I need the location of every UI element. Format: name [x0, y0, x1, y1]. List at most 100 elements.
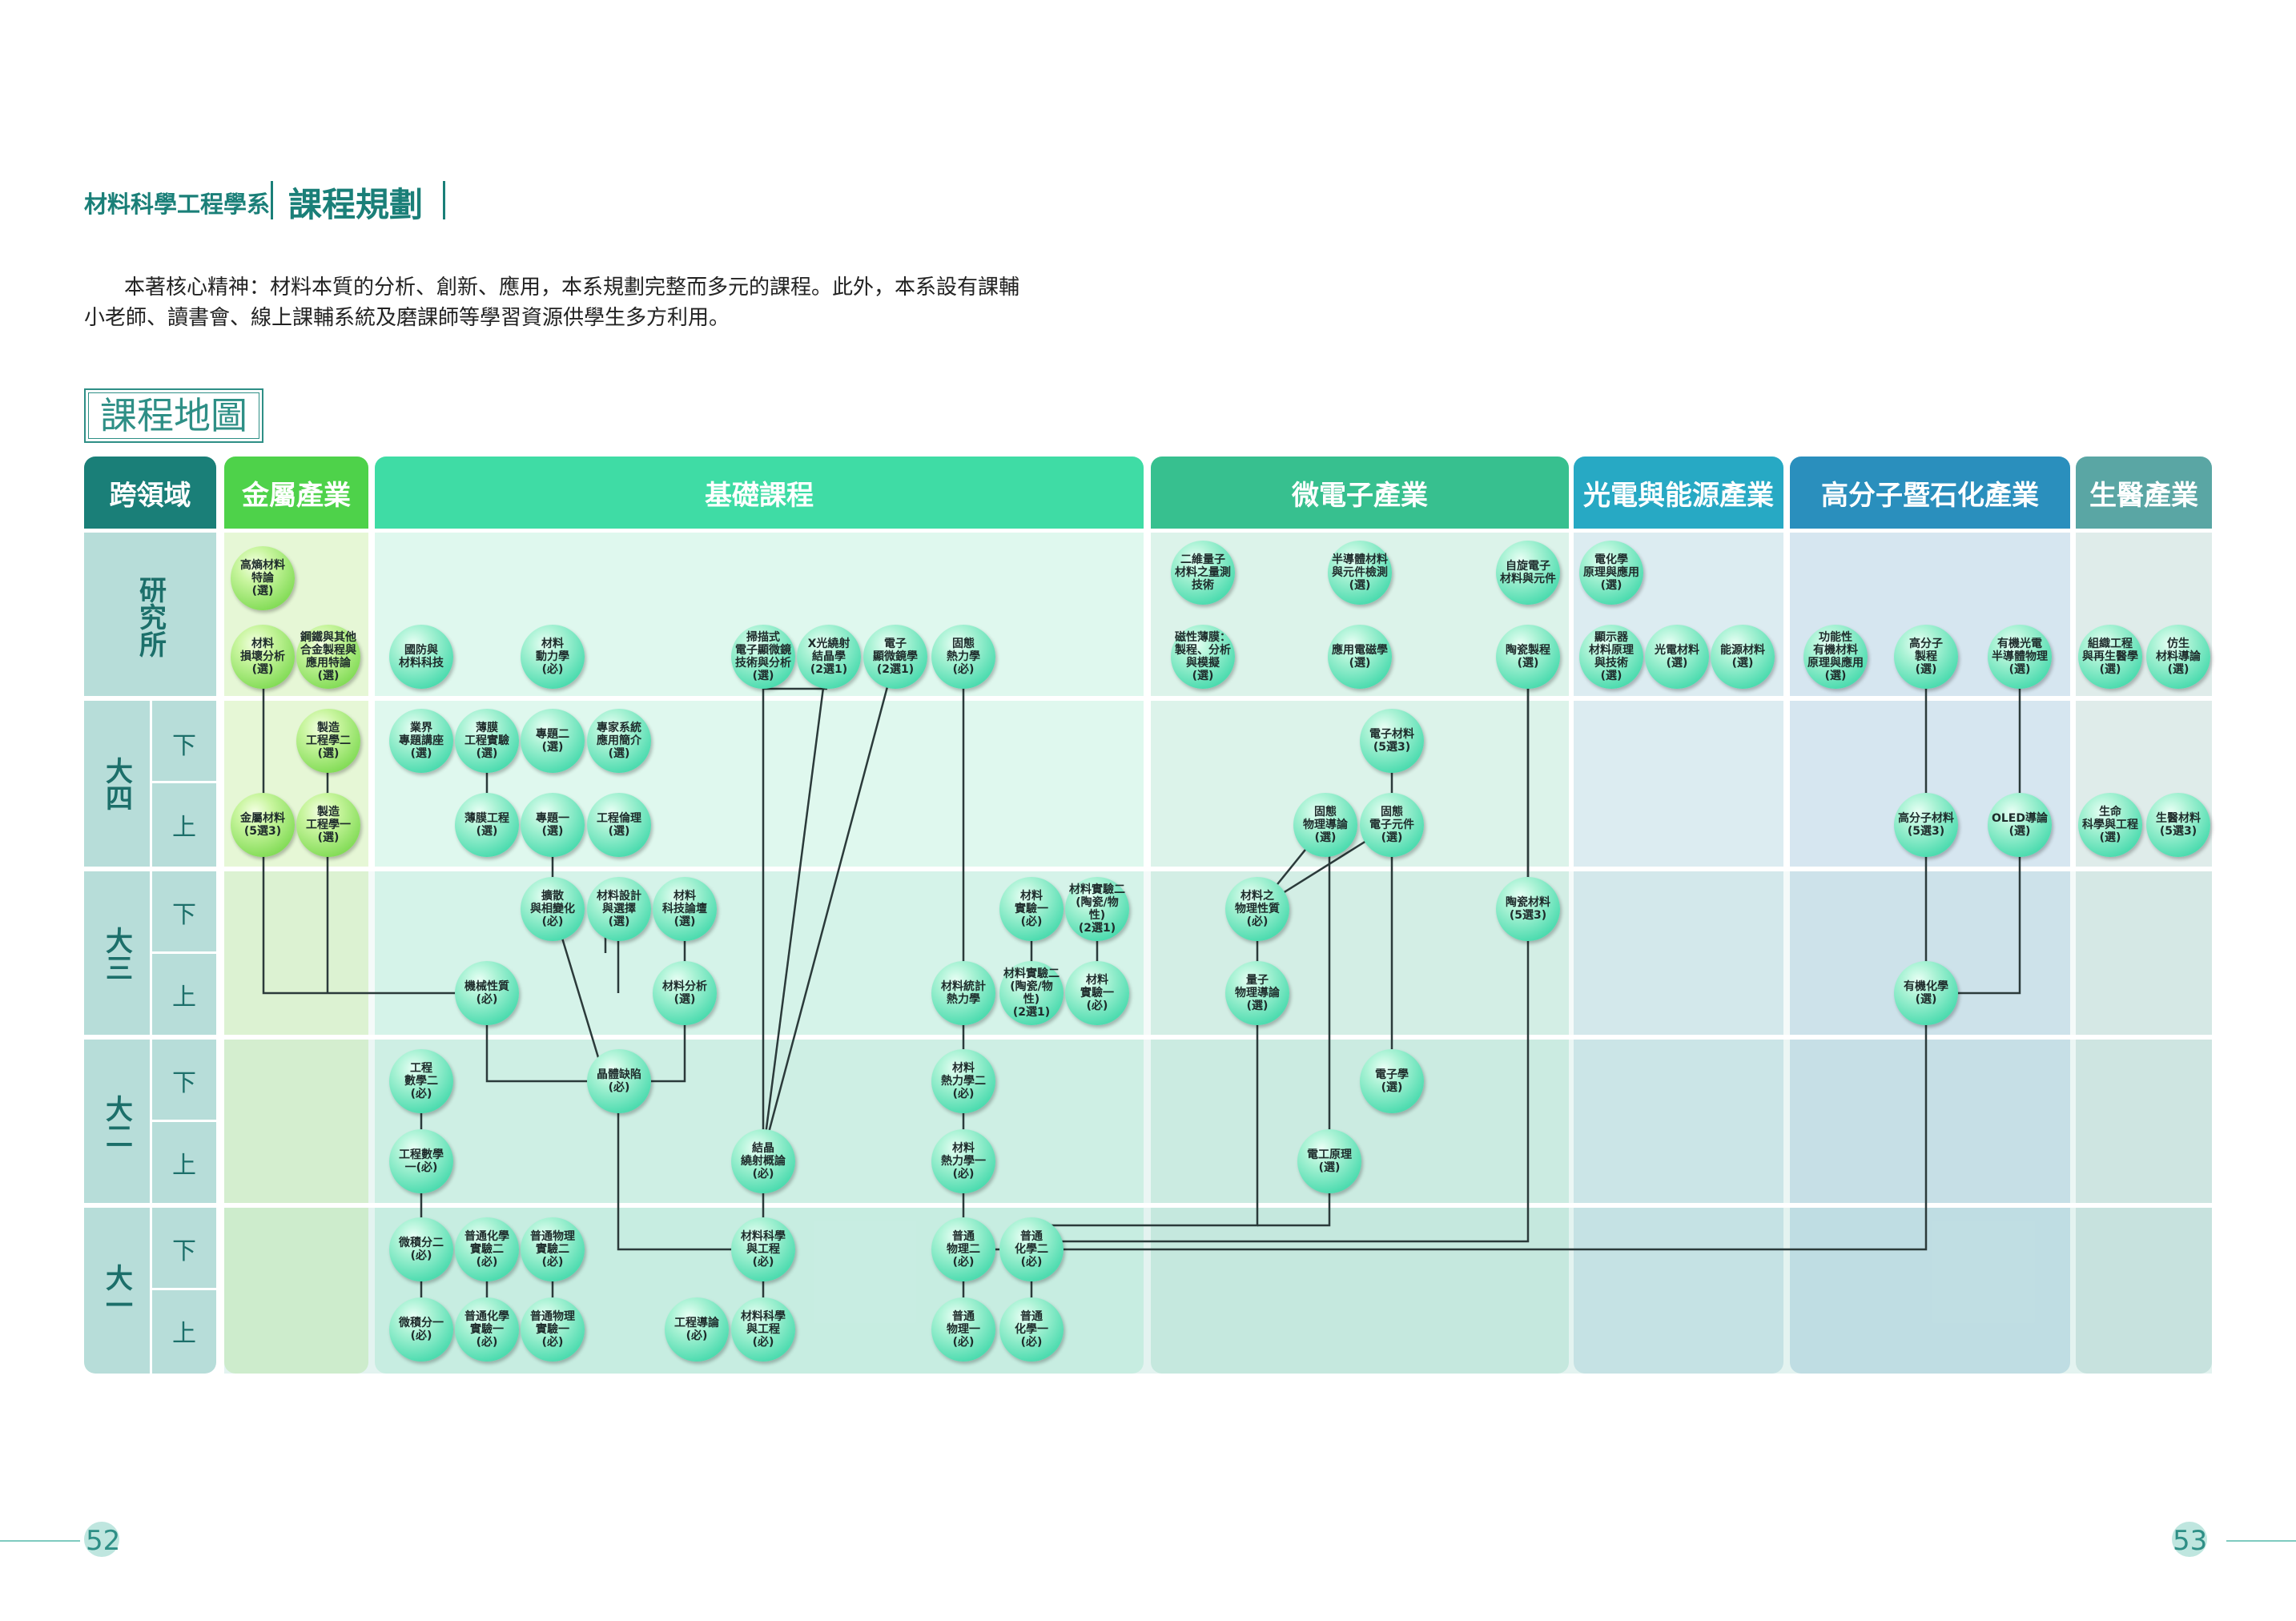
column-label: 生醫產業: [2089, 479, 2198, 512]
course-node[interactable]: 生醫材料 (5選3): [2146, 793, 2210, 857]
course-node[interactable]: 掃描式 電子顯微鏡 技術與分析 (選): [731, 625, 795, 689]
course-node[interactable]: 晶體缺陷 (必): [587, 1049, 651, 1113]
course-node[interactable]: 材料設計 與選擇 (選): [587, 877, 651, 941]
course-node[interactable]: 材料 損壞分析 (選): [231, 625, 295, 689]
course-node[interactable]: 電工原理 (選): [1297, 1129, 1361, 1193]
course-node[interactable]: 電子 顯微鏡學 (2選1): [863, 625, 927, 689]
course-node[interactable]: 材料實驗二 (陶瓷/物性) (2選1): [1065, 877, 1129, 941]
course-node[interactable]: 機械性質 (必): [455, 961, 519, 1025]
course-node[interactable]: 材料 熱力學二 (必): [931, 1049, 995, 1113]
course-node[interactable]: 材料科學 與工程 (必): [731, 1297, 795, 1362]
course-node[interactable]: 材料分析 (選): [653, 961, 717, 1025]
semester-upper-y1: 上: [172, 1320, 196, 1348]
course-node[interactable]: 有機化學 (選): [1894, 961, 1958, 1025]
course-label: 金屬材料 (5選3): [240, 812, 285, 838]
course-label: 掃描式 電子顯微鏡 技術與分析 (選): [735, 631, 791, 682]
course-node[interactable]: 材料 動力學 (必): [521, 625, 585, 689]
course-node[interactable]: 製造 工程學二 (選): [296, 709, 360, 773]
course-node[interactable]: 組織工程 與再生醫學 (選): [2078, 625, 2142, 689]
course-node[interactable]: 工程數學 一(必): [389, 1129, 453, 1193]
course-label: 有機化學 (選): [1904, 980, 1948, 1006]
course-label: 材料 損壞分析 (選): [240, 638, 285, 676]
page-number-badge-right: [2172, 1522, 2207, 1557]
course-node[interactable]: 電化學 原理與應用 (選): [1579, 541, 1643, 605]
row-label-text: 研究所: [134, 576, 167, 658]
semester-lower-y1: 下: [172, 1237, 196, 1265]
course-node[interactable]: 高熵材料 特論 (選): [231, 546, 295, 610]
course-node[interactable]: 業界 專題講座 (選): [389, 709, 453, 773]
course-node[interactable]: 固態 物理導論 (選): [1293, 793, 1357, 857]
course-node[interactable]: 工程 數學二 (必): [389, 1049, 453, 1113]
course-node[interactable]: 自旋電子 材料與元件: [1496, 541, 1560, 605]
course-node[interactable]: 普通物理 實驗一 (必): [521, 1297, 585, 1362]
page-number-badge-left: [84, 1522, 119, 1557]
course-node[interactable]: 固態 熱力學 (必): [931, 625, 995, 689]
row-separator: [84, 867, 2212, 871]
course-node[interactable]: 普通化學 實驗二 (必): [455, 1217, 519, 1281]
course-node[interactable]: 能源材料 (選): [1711, 625, 1775, 689]
course-node[interactable]: 材料 科技論壇 (選): [653, 877, 717, 941]
course-node[interactable]: 薄膜 工程實驗 (選): [455, 709, 519, 773]
course-node[interactable]: 國防與 材料科技: [389, 625, 453, 689]
course-node[interactable]: 薄膜工程 (選): [455, 793, 519, 857]
course-label: 普通化學 實驗二 (必): [464, 1230, 509, 1269]
course-node[interactable]: 製造 工程學一 (選): [296, 793, 360, 857]
column-label: 基礎課程: [705, 479, 814, 512]
course-node[interactable]: 高分子材料 (5選3): [1894, 793, 1958, 857]
course-node[interactable]: 專題二 (選): [521, 709, 585, 773]
course-node[interactable]: 磁性薄膜： 製程、分析 與模擬 (選): [1171, 625, 1235, 689]
course-node[interactable]: 陶瓷材料 (5選3): [1496, 877, 1560, 941]
course-node[interactable]: 半導體材料 與元件檢測 (選): [1328, 541, 1392, 605]
course-node[interactable]: 普通 物理二 (必): [931, 1217, 995, 1281]
course-node[interactable]: 專題一 (選): [521, 793, 585, 857]
course-node[interactable]: 工程導論 (必): [665, 1297, 729, 1362]
course-label: 機械性質 (必): [464, 980, 509, 1006]
course-node[interactable]: 材料 實驗一 (必): [999, 877, 1064, 941]
connector: [617, 1081, 763, 1251]
course-node[interactable]: 專家系統 應用簡介 (選): [587, 709, 651, 773]
course-node[interactable]: 材料科學 與工程 (必): [731, 1217, 795, 1281]
intro-line-2: 小老師、讀書會、線上課輔系統及磨課師等學習資源供學生多方利用。: [84, 306, 730, 330]
course-node[interactable]: 量子 物理導論 (選): [1225, 961, 1289, 1025]
course-node[interactable]: 材料之 物理性質 (必): [1225, 877, 1289, 941]
course-node[interactable]: OLED導論 (選): [1988, 793, 2052, 857]
course-node[interactable]: X光繞射 結晶學 (2選1): [797, 625, 861, 689]
course-label: 磁性薄膜： 製程、分析 與模擬 (選): [1175, 631, 1231, 682]
course-label: 材料 實驗一 (必): [1015, 890, 1048, 928]
course-node[interactable]: 普通 化學二 (必): [999, 1217, 1064, 1281]
course-label: 材料統計 熱力學: [941, 980, 986, 1006]
course-node[interactable]: 材料實驗二 (陶瓷/物性) (2選1): [999, 961, 1064, 1025]
course-node[interactable]: 普通化學 實驗一 (必): [455, 1297, 519, 1362]
course-node[interactable]: 普通 物理一 (必): [931, 1297, 995, 1362]
course-node[interactable]: 材料統計 熱力學: [931, 961, 995, 1025]
course-node[interactable]: 鋼鐵與其他 合金製程與 應用特論 (選): [296, 625, 360, 689]
course-node[interactable]: 有機光電 半導體物理 (選): [1988, 625, 2052, 689]
course-node[interactable]: 擴散 與相變化 (必): [521, 877, 585, 941]
course-node[interactable]: 顯示器 材料原理 與技術 (選): [1579, 625, 1643, 689]
course-label: 工程 數學二 (必): [404, 1062, 438, 1100]
course-node[interactable]: 固態 電子元件 (選): [1360, 793, 1424, 857]
course-node[interactable]: 高分子 製程 (選): [1894, 625, 1958, 689]
course-node[interactable]: 電子材料 (5選3): [1360, 709, 1424, 773]
course-node[interactable]: 微積分二 (必): [389, 1217, 453, 1281]
course-node[interactable]: 普通 化學一 (必): [999, 1297, 1064, 1362]
course-node[interactable]: 結晶 繞射概論 (必): [731, 1129, 795, 1193]
course-node[interactable]: 微積分一 (必): [389, 1297, 453, 1362]
course-node[interactable]: 應用電磁學 (選): [1328, 625, 1392, 689]
course-node[interactable]: 電子學 (選): [1360, 1049, 1424, 1113]
course-node[interactable]: 金屬材料 (5選3): [231, 793, 295, 857]
course-label: 固態 熱力學 (必): [947, 638, 980, 676]
course-node[interactable]: 工程倫理 (選): [587, 793, 651, 857]
course-node[interactable]: 仿生 材料導論 (選): [2146, 625, 2210, 689]
course-node[interactable]: 陶瓷製程 (選): [1496, 625, 1560, 689]
course-label: 普通物理 實驗一 (必): [530, 1310, 575, 1349]
course-label: 製造 工程學二 (選): [306, 722, 351, 760]
course-label: 專題一 (選): [536, 812, 569, 838]
course-node[interactable]: 普通物理 實驗二 (必): [521, 1217, 585, 1281]
course-node[interactable]: 二維量子 材料之量測 技術: [1171, 541, 1235, 605]
course-node[interactable]: 光電材料 (選): [1645, 625, 1709, 689]
course-node[interactable]: 生命 科學與工程 (選): [2078, 793, 2142, 857]
course-node[interactable]: 材料 實驗一 (必): [1065, 961, 1129, 1025]
course-node[interactable]: 功能性 有機材料 原理與應用 (選): [1803, 625, 1868, 689]
course-node[interactable]: 材料 熱力學一 (必): [931, 1129, 995, 1193]
